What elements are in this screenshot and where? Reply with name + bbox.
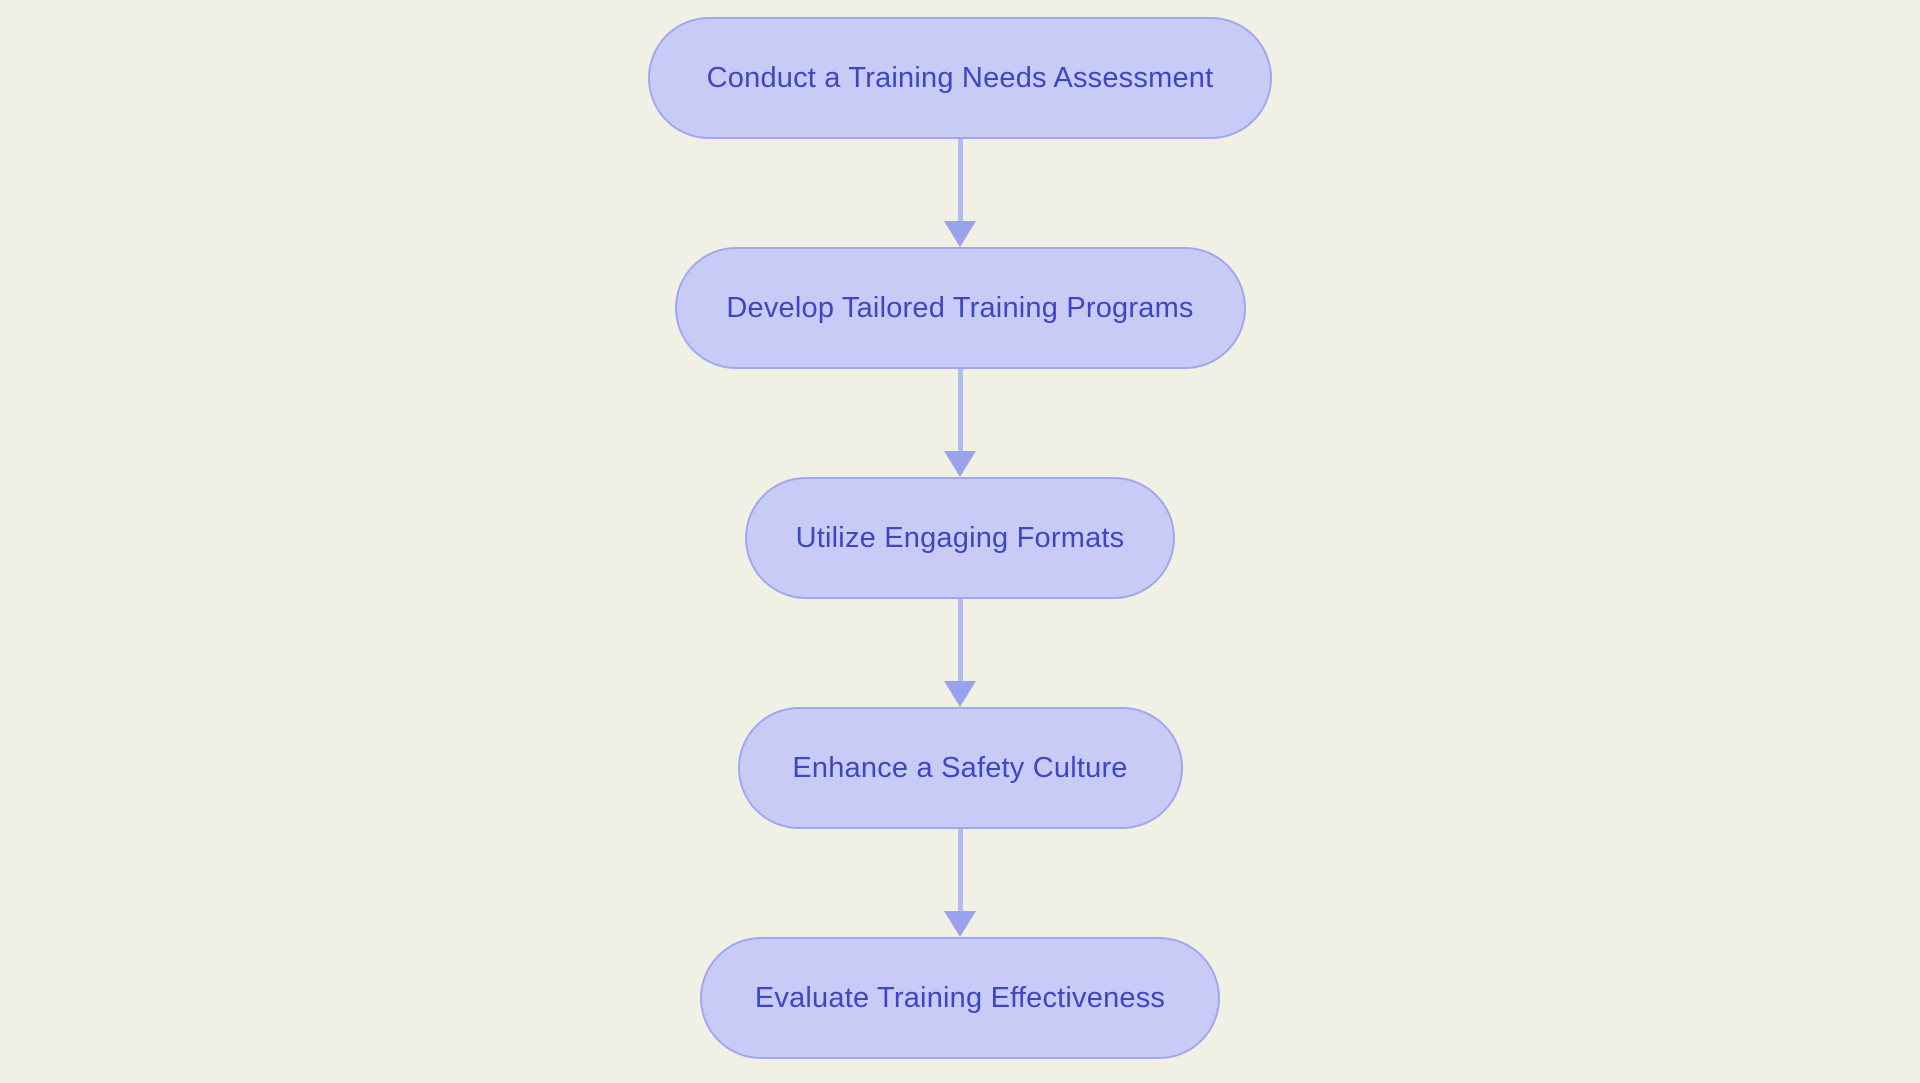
- flow-arrow-4: [942, 829, 978, 937]
- arrow-line: [957, 599, 963, 681]
- flow-node-label: Utilize Engaging Formats: [795, 521, 1125, 554]
- arrow-down-icon: [944, 221, 976, 247]
- arrow-line: [957, 829, 963, 911]
- flow-node-training-effectiveness: Evaluate Training Effectiveness: [700, 937, 1220, 1059]
- flow-arrow-3: [942, 599, 978, 707]
- flow-arrow-2: [942, 369, 978, 477]
- arrow-down-icon: [944, 451, 976, 477]
- arrow-down-icon: [944, 681, 976, 707]
- flow-node-label: Enhance a Safety Culture: [792, 751, 1128, 784]
- flow-node-label: Develop Tailored Training Programs: [726, 291, 1194, 324]
- arrow-line: [957, 139, 963, 221]
- flow-node-training-needs-assessment: Conduct a Training Needs Assessment: [648, 17, 1272, 139]
- arrow-line: [957, 369, 963, 451]
- arrow-down-icon: [944, 911, 976, 937]
- flow-node-tailored-training-programs: Develop Tailored Training Programs: [674, 247, 1246, 369]
- flow-node-engaging-formats: Utilize Engaging Formats: [745, 477, 1175, 599]
- flow-arrow-1: [942, 139, 978, 247]
- flow-node-label: Evaluate Training Effectiveness: [754, 981, 1166, 1014]
- flow-node-label: Conduct a Training Needs Assessment: [706, 61, 1214, 94]
- flow-node-safety-culture: Enhance a Safety Culture: [737, 707, 1183, 829]
